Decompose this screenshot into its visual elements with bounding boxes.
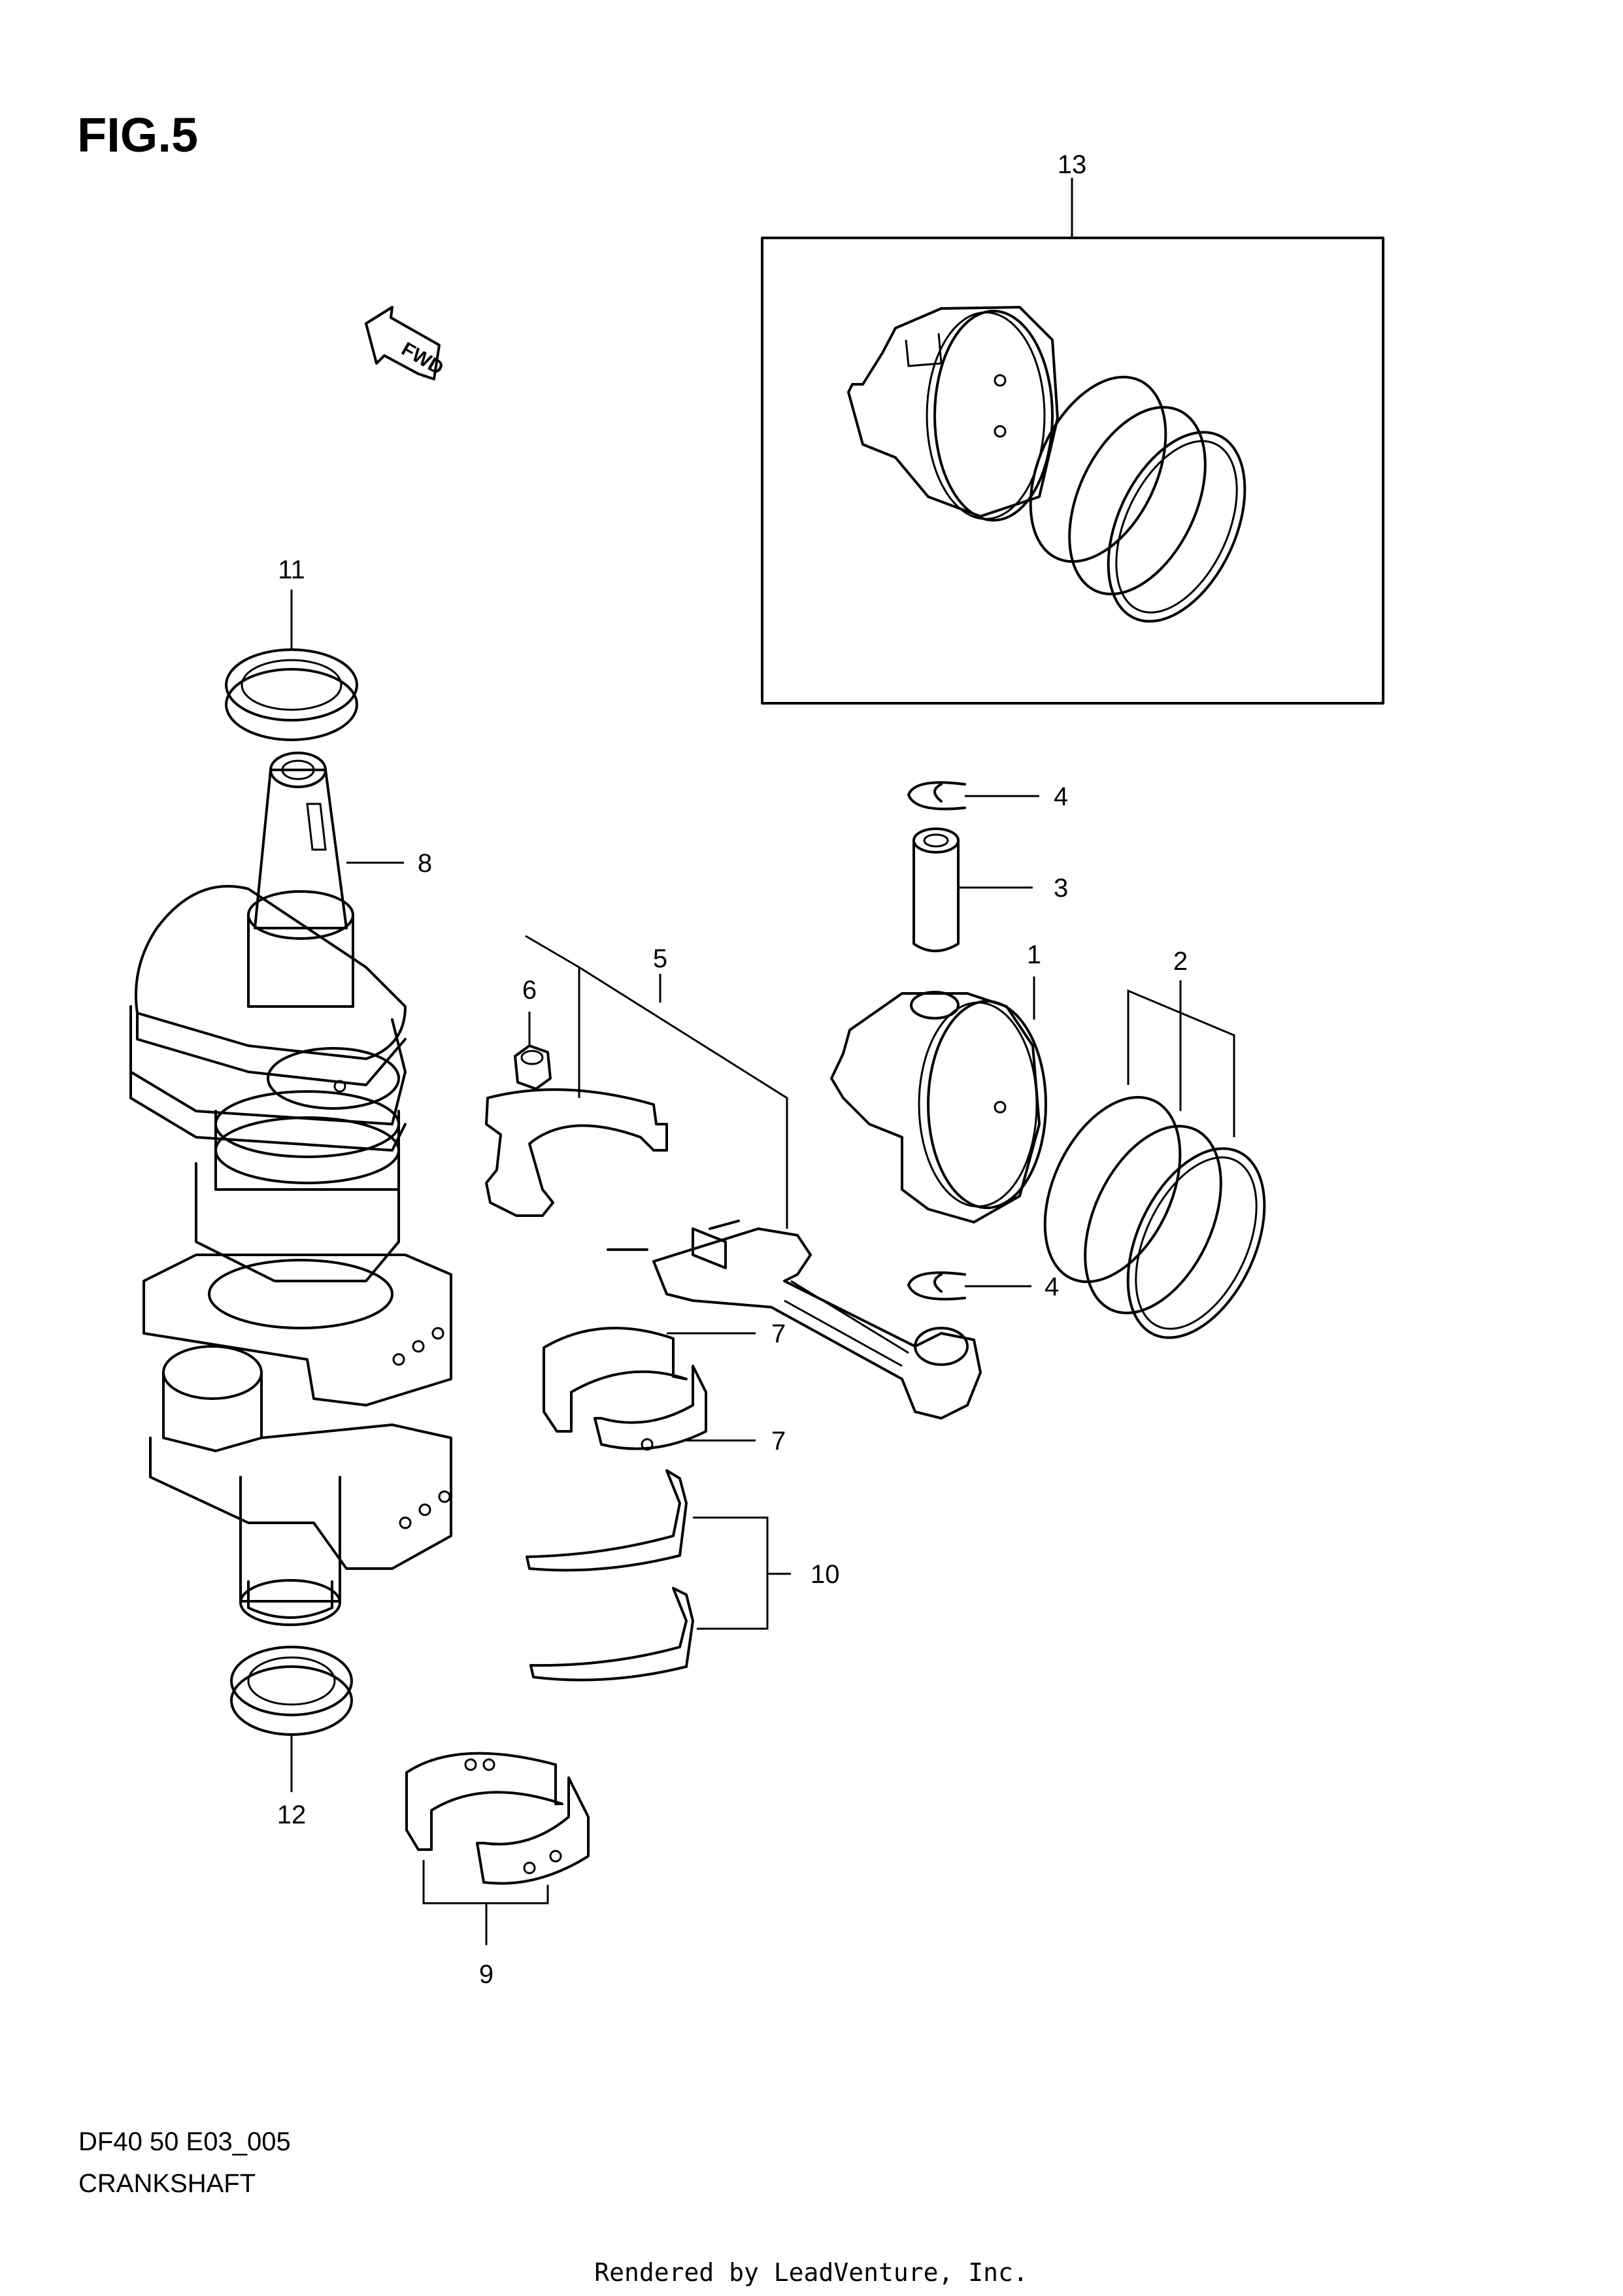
- callout-7a: 7: [771, 1320, 786, 1348]
- part-11-oil-seal: [225, 648, 358, 741]
- figure-title: FIG.5: [77, 108, 198, 162]
- part-4-circlip-bottom: [907, 1271, 966, 1301]
- part-6-nut: [514, 1044, 552, 1090]
- part-7-conrod-bearings: [543, 1327, 707, 1451]
- callout-13: 13: [1058, 150, 1087, 179]
- part-10-thrust-washers: [526, 1469, 694, 1682]
- callout-4a: 4: [1054, 782, 1068, 811]
- part-5-connecting-rod: [485, 1088, 982, 1420]
- figure-code: DF40 50 E03_005: [78, 2127, 291, 2156]
- part-13-piston-kit: [761, 237, 1384, 705]
- callout-12: 12: [277, 1801, 307, 1829]
- part-12-oil-seal: [230, 1646, 353, 1736]
- part-1-piston: [830, 991, 1047, 1223]
- part-8-crankshaft: [129, 752, 452, 1626]
- part-4-circlip-top: [907, 781, 966, 810]
- callout-11: 11: [278, 556, 305, 584]
- fwd-arrow-icon: FWD: [365, 306, 447, 380]
- callout-4b: 4: [1045, 1273, 1059, 1301]
- callout-5: 5: [653, 944, 667, 973]
- callout-2: 2: [1173, 947, 1188, 976]
- callout-1: 1: [1027, 940, 1041, 969]
- part-2-piston-rings: [1043, 1095, 1266, 1339]
- callout-3: 3: [1054, 874, 1068, 903]
- callout-8: 8: [418, 849, 432, 878]
- callout-7b: 7: [771, 1427, 786, 1456]
- callout-6: 6: [522, 976, 537, 1005]
- figure-name: CRANKSHAFT: [78, 2169, 256, 2198]
- callout-9: 9: [479, 1960, 494, 1989]
- render-credit: Rendered by LeadVenture, Inc.: [594, 2258, 1028, 2287]
- callout-10: 10: [811, 1560, 840, 1589]
- part-3-piston-pin: [912, 827, 960, 952]
- part-9-crank-bearings: [405, 1752, 590, 1885]
